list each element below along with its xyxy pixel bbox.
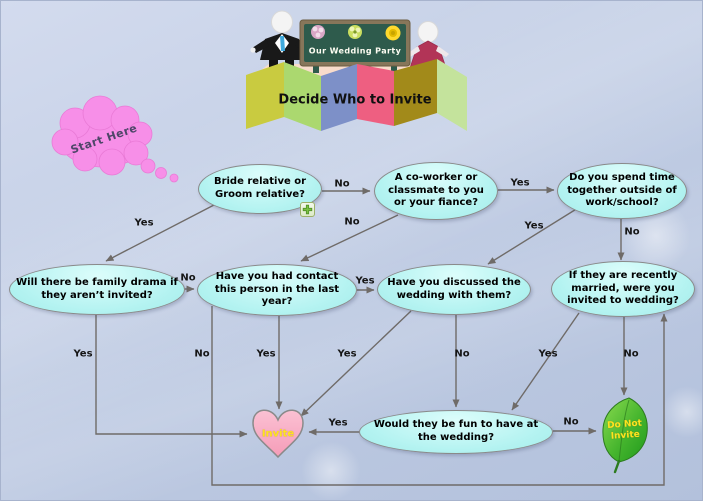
edge-label-15: Yes xyxy=(328,417,348,429)
node-recently-married[interactable]: If they are recently married, were you i… xyxy=(551,261,695,317)
edge-label-16: No xyxy=(563,416,579,428)
edge-line-9 xyxy=(211,306,668,486)
edge-line-13 xyxy=(511,312,580,411)
edge-label-2: Yes xyxy=(134,217,154,229)
connectors-group xyxy=(95,186,668,486)
node-coworker[interactable]: A co-worker or classmate to you or your … xyxy=(374,162,498,220)
edge-label-4: Yes xyxy=(524,220,544,232)
edge-line-3 xyxy=(300,214,399,262)
plus-icon xyxy=(302,204,313,215)
invite-label: Invite xyxy=(261,428,295,440)
edge-label-11: Yes xyxy=(337,348,357,360)
node-had-contact[interactable]: Have you had contact this person in the … xyxy=(197,264,357,316)
node-bride-relative[interactable]: Bride relative or Groom relative? xyxy=(198,164,322,214)
edge-line-2 xyxy=(105,204,215,262)
edge-label-14: No xyxy=(623,348,639,360)
diagram-title: Decide Who to Invite xyxy=(278,92,432,108)
edge-label-8: Yes xyxy=(73,348,93,360)
ribbon-banner xyxy=(246,59,467,131)
chalkboard-title: Our Wedding Party xyxy=(308,46,402,56)
edge-label-0: No xyxy=(334,178,350,190)
edge-label-5: No xyxy=(624,226,640,238)
edge-label-6: No xyxy=(180,272,196,284)
invite-heart-shape[interactable] xyxy=(252,409,304,459)
do-not-invite-label: Do Not Invite xyxy=(606,418,643,442)
edge-line-4 xyxy=(487,207,579,265)
edge-label-1: Yes xyxy=(510,177,530,189)
edge-line-8 xyxy=(95,315,248,438)
do-not-invite-leaf-shape[interactable] xyxy=(602,397,648,474)
edge-label-13: Yes xyxy=(538,348,558,360)
banner-illustration xyxy=(246,10,467,131)
edge-label-12: No xyxy=(454,348,470,360)
node-spend-time[interactable]: Do you spend time together outside of wo… xyxy=(557,163,687,219)
start-here-cloud[interactable] xyxy=(51,95,179,183)
chalkboard xyxy=(299,19,411,73)
node-fun-at-wedding[interactable]: Would they be fun to have at the wedding… xyxy=(359,410,553,454)
node-family-drama[interactable]: Will there be family drama if they aren’… xyxy=(9,264,185,315)
node-discussed-wedding[interactable]: Have you discussed the wedding with them… xyxy=(377,264,531,315)
edge-label-3: No xyxy=(344,216,360,228)
edge-label-10: Yes xyxy=(256,348,276,360)
flowers-icon xyxy=(311,25,401,41)
add-shape-button[interactable] xyxy=(300,202,315,217)
edge-label-7: Yes xyxy=(355,275,375,287)
edge-label-9: No xyxy=(194,348,210,360)
edge-line-11 xyxy=(300,310,412,417)
